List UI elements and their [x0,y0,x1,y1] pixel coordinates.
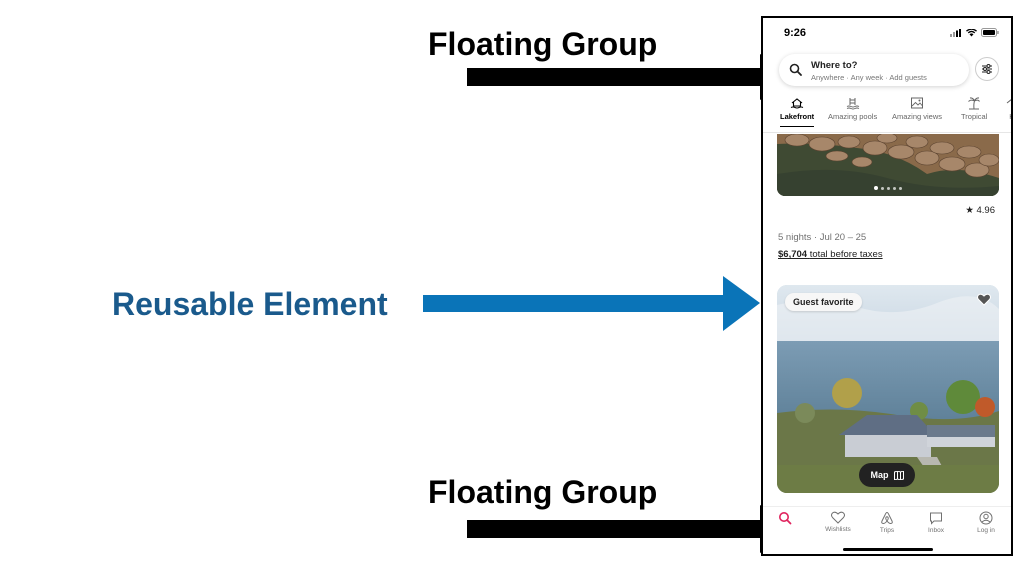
category-more[interactable]: H [1005,96,1011,121]
status-bar: 9:26 [763,18,1011,48]
category-label: H [1009,112,1011,121]
tab-label: Inbox [928,527,944,534]
category-lakefront[interactable]: Lakefront [780,96,815,127]
tab-inbox[interactable]: Inbox [916,511,956,534]
category-tropical[interactable]: Tropical [961,96,987,121]
tab-trips[interactable]: Trips [867,511,907,534]
lakehouse-photo [777,285,999,493]
search-subtitle: Anywhere · Any week · Add guests [811,73,927,82]
tab-label: Log in [977,527,995,534]
rocks-photo [777,134,999,196]
category-label: Amazing pools [828,112,878,121]
map-label: Map [870,470,889,480]
filter-button[interactable] [975,57,999,81]
map-icon [893,470,904,480]
home-indicator [843,548,933,551]
phone-screen: 9:26 Where to? Anywhere · Any week · Add… [761,16,1013,556]
tab-label: Trips [879,527,895,534]
search-title: Where to? [811,60,858,71]
wifi-icon [966,28,977,36]
message-icon [930,512,942,525]
category-amazing-pools[interactable]: Amazing pools [828,96,877,121]
category-label: Lakefront [780,112,815,121]
category-label: Tropical [961,112,988,121]
palm-icon [968,97,981,110]
search-bar[interactable]: Where to? Anywhere · Any week · Add gues… [779,54,969,86]
floating-group-label-top: Floating Group [428,26,658,62]
profile-icon [979,511,993,525]
tab-explore[interactable] [765,511,805,527]
floating-group-label-bottom: Floating Group [428,474,658,510]
views-icon [911,97,924,109]
explore-icon [779,512,792,525]
house-icon [1006,99,1011,104]
arrow-middle [423,276,760,331]
bottom-tab-bar: Wishlists Trips Inbox Log in [763,506,1011,554]
star-icon: ★ [965,205,974,216]
price-suffix: total before taxes [809,249,883,260]
tab-login[interactable]: Log in [966,511,1006,534]
guest-favorite-badge: Guest favorite [785,293,862,311]
search-icon [789,63,802,76]
heart-icon[interactable] [977,293,991,306]
photo-pagination-dots [874,186,902,190]
status-time: 9:26 [784,27,807,39]
signal-icon [950,28,961,37]
battery-icon [981,28,999,37]
listing-nights: 5 nights · Jul 20 – 25 [778,232,867,243]
price-amount: $6,704 [778,249,808,260]
map-button[interactable]: Map [859,463,915,487]
arrow-bottom [467,505,800,553]
status-icons [950,28,999,37]
lakefront-icon [790,98,804,109]
tab-label: Wishlists [825,526,851,533]
category-divider [763,132,1011,133]
rating-value: 4.96 [976,205,996,216]
category-bar: Lakefront Amazing pools Amazing views Tr… [763,96,1011,132]
listing-price[interactable]: $6,704 total before taxes [778,249,883,260]
pool-icon [846,98,859,110]
airbnb-icon [881,511,893,525]
filter-icon [982,64,992,74]
category-amazing-views[interactable]: Amazing views [892,96,942,121]
listing-photo-2[interactable]: Guest favorite Map [777,285,999,493]
listing-rating: ★ 4.96 [965,205,995,216]
reusable-element-label: Reusable Element [112,286,388,322]
tab-wishlists[interactable]: Wishlists [818,511,858,533]
heart-icon [831,511,845,524]
category-label: Amazing views [892,112,943,121]
listing-photo-1[interactable] [777,134,999,196]
